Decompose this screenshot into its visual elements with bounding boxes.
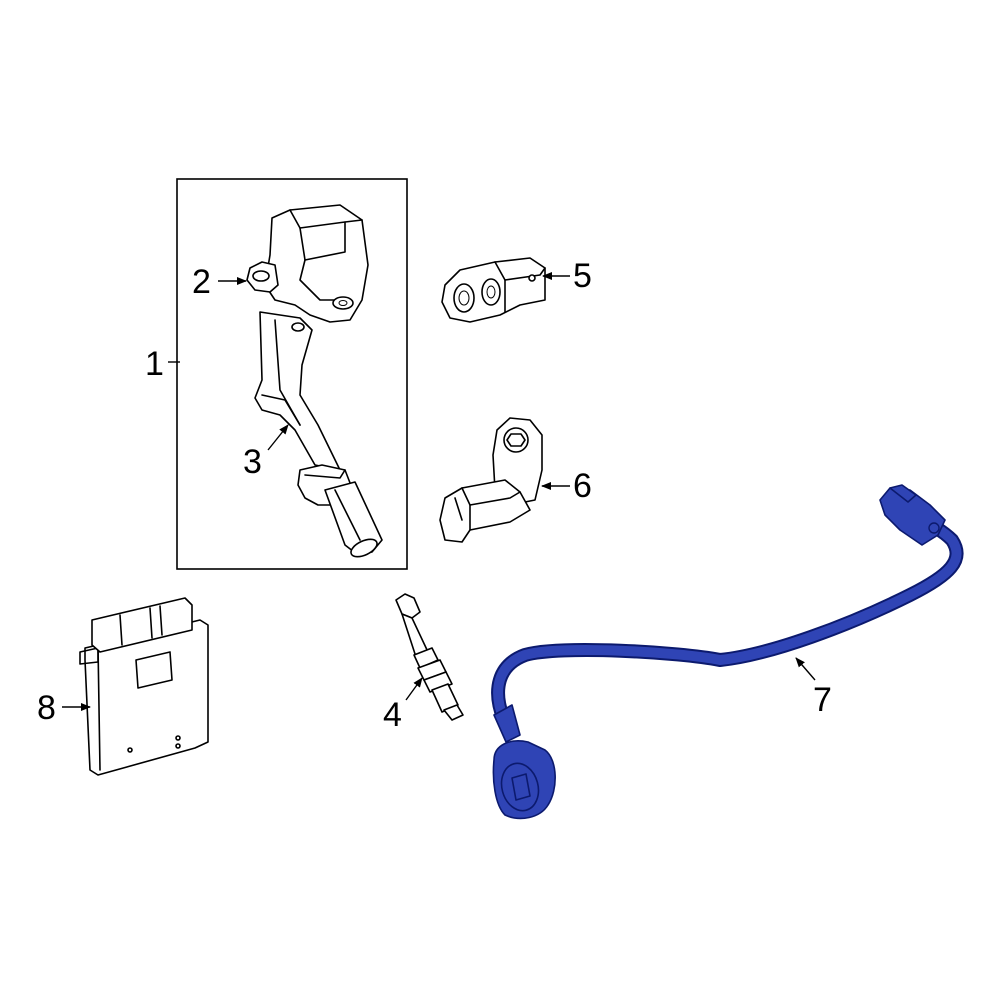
leader-7 [795,657,816,681]
leader-4 [405,677,423,701]
callout-6: 6 [573,467,592,505]
engine-control-module[interactable] [79,597,209,776]
leader-lines [62,272,816,711]
callout-1: 1 [145,345,164,383]
callout-5: 5 [573,257,592,295]
callout-2: 2 [192,263,211,301]
ignition-coil-group-box [176,178,408,570]
ignition-coil[interactable] [246,204,383,560]
leader-3 [267,424,289,451]
knock-sensor[interactable] [491,484,964,820]
spark-plug[interactable] [395,593,464,721]
sensor-part-5[interactable] [441,257,546,323]
callout-8: 8 [37,689,56,727]
sensor-part-6[interactable] [439,417,543,543]
callout-3: 3 [243,443,262,481]
callout-7: 7 [813,681,832,719]
callout-4: 4 [383,696,402,734]
